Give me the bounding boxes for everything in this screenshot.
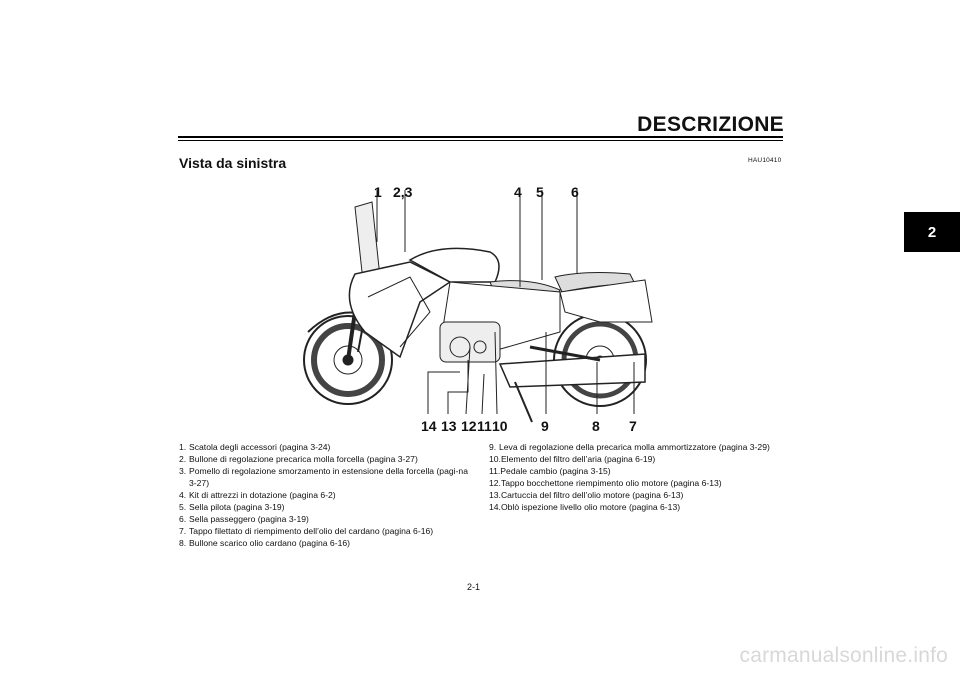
legend-item: 13.Cartuccia del filtro dell’olio motore… — [489, 490, 684, 500]
watermark: carmanualsonline.info — [739, 644, 948, 667]
legend-item: 10.Elemento del filtro dell’aria (pagina… — [489, 454, 656, 464]
callout-7: 7 — [629, 418, 637, 434]
motorcycle-illustration: 1 2,3 4 5 6 14 13 12 11 10 9 8 7 — [300, 182, 670, 437]
legend-item: 9.Leva di regolazione della precarica mo… — [489, 442, 770, 452]
callout-10: 10 — [492, 418, 508, 434]
header-rule — [178, 136, 783, 138]
legend-item: 8.Bullone scarico olio cardano (pagina 6… — [179, 538, 350, 548]
legend-item: 5.Sella pilota (pagina 3-19) — [179, 502, 285, 512]
legend-item: 4.Kit di attrezzi in dotazione (pagina 6… — [179, 490, 336, 500]
page-number: 2-1 — [467, 582, 481, 592]
callout-12: 12 — [461, 418, 477, 434]
header-rule-thin — [178, 140, 783, 141]
callout-14: 14 — [421, 418, 437, 434]
callout-4: 4 — [514, 184, 522, 200]
legend-right-column: 9.Leva di regolazione della precarica mo… — [489, 441, 774, 513]
legend-item: 11.Pedale cambio (pagina 3-15) — [489, 466, 611, 476]
legend-item: 6.Sella passeggero (pagina 3-19) — [179, 514, 309, 524]
legend-item: 1.Scatola degli accessori (pagina 3-24) — [179, 442, 331, 452]
legend-item: 2.Bullone di regolazione precarica molla… — [179, 454, 418, 464]
chapter-tab: 2 — [904, 212, 960, 252]
legend-item: 7.Tappo filettato di riempimento dell’ol… — [179, 526, 434, 536]
legend-item: 12.Tappo bocchettone riempimento olio mo… — [489, 478, 722, 488]
legend-item: 3.Pomello di regolazione smorzamento in … — [179, 466, 468, 488]
callout-5: 5 — [536, 184, 544, 200]
callout-6: 6 — [571, 184, 579, 200]
callout-8: 8 — [592, 418, 600, 434]
page-header-title: DESCRIZIONE — [637, 113, 784, 136]
legend-left-column: 1.Scatola degli accessori (pagina 3-24) … — [179, 441, 474, 549]
section-title: Vista da sinistra — [179, 155, 287, 171]
motorcycle-left-side-icon — [303, 190, 653, 423]
callout-13: 13 — [441, 418, 457, 434]
callout-2-3: 2,3 — [393, 184, 413, 200]
callout-9: 9 — [541, 418, 549, 434]
callout-11: 11 — [477, 418, 492, 434]
legend-item: 14.Oblò ispezione livello olio motore (p… — [489, 502, 681, 512]
callout-1: 1 — [374, 184, 382, 200]
section-code: HAU10410 — [748, 157, 782, 164]
